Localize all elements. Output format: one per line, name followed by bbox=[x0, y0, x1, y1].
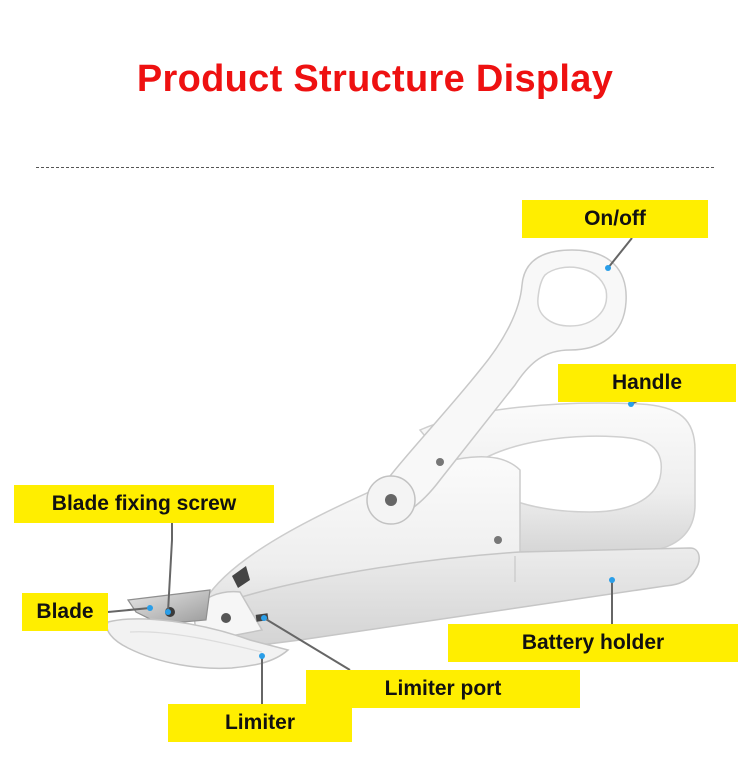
leader-on-off bbox=[607, 237, 633, 269]
label-on-off: On/off bbox=[522, 200, 708, 238]
label-handle: Handle bbox=[558, 364, 736, 402]
dot-limiter-port bbox=[261, 615, 267, 621]
leader-lines bbox=[107, 237, 653, 704]
label-limiter-port: Limiter port bbox=[306, 670, 580, 708]
page-title: Product Structure Display bbox=[136, 58, 614, 100]
trigger-arm bbox=[366, 249, 627, 525]
dot-handle bbox=[628, 401, 634, 407]
marker-dots bbox=[147, 265, 634, 659]
label-blade: Blade bbox=[22, 593, 108, 631]
label-blade-fixing-screw: Blade fixing screw bbox=[14, 485, 274, 523]
limiter-part bbox=[106, 618, 290, 670]
dot-on-off bbox=[605, 265, 611, 271]
main-body bbox=[194, 456, 700, 653]
leader-blade-screw bbox=[167, 523, 173, 613]
leader-limiter-port bbox=[263, 617, 351, 671]
leader-blade bbox=[107, 607, 151, 613]
label-limiter: Limiter bbox=[168, 704, 352, 742]
dot-blade-screw bbox=[165, 609, 171, 615]
dashed-divider bbox=[36, 167, 714, 168]
dot-blade bbox=[147, 605, 153, 611]
dot-limiter bbox=[259, 653, 265, 659]
label-battery-holder: Battery holder bbox=[448, 624, 738, 662]
dot-battery bbox=[609, 577, 615, 583]
